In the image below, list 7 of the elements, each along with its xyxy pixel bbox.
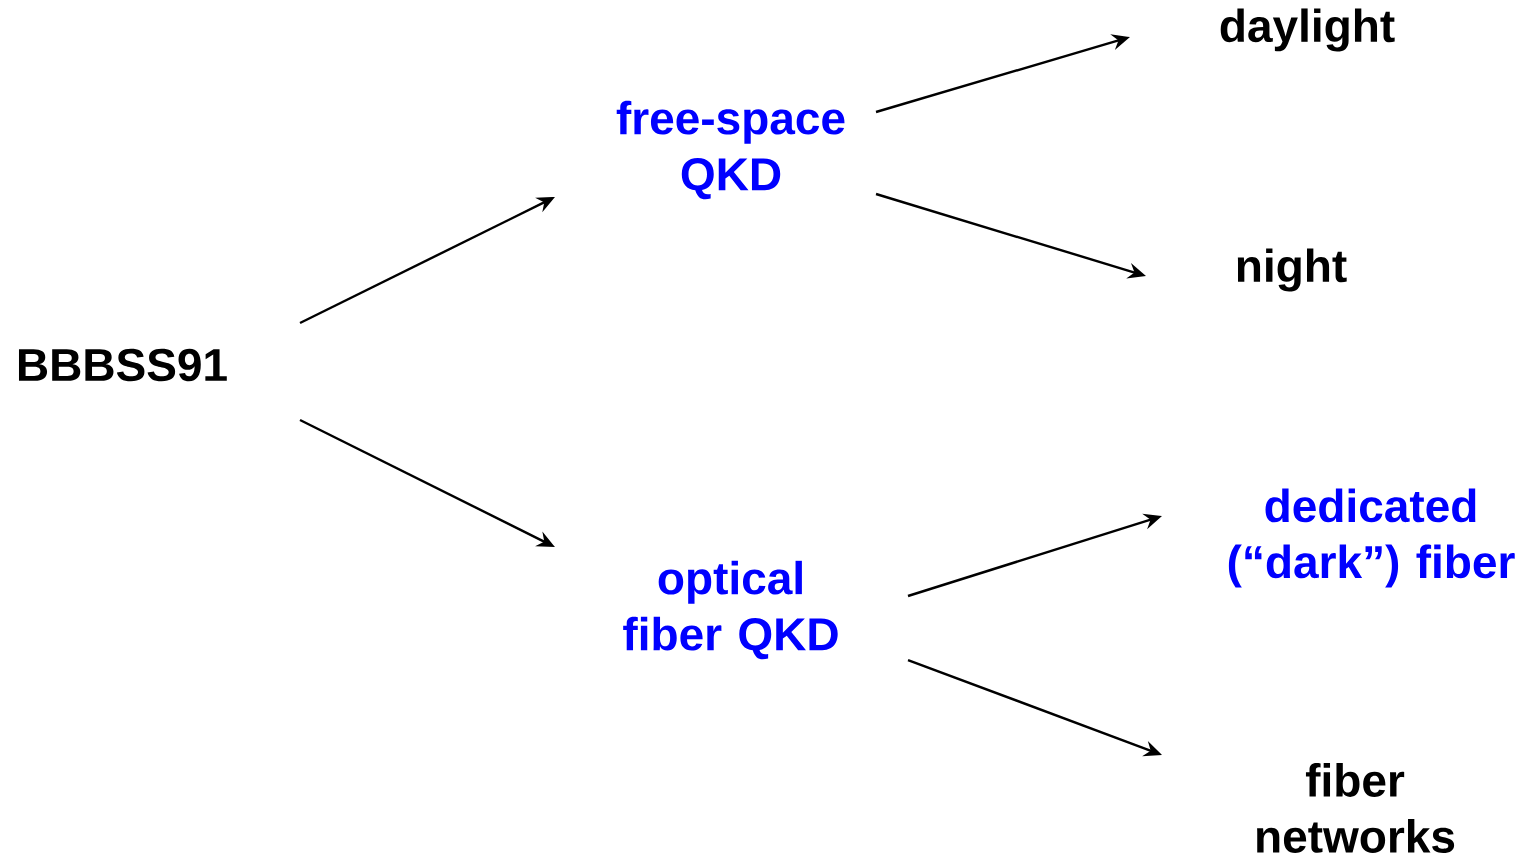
node-label: free-space QKD [616,100,845,200]
node-label: dedicated (“dark”) fiber [1228,488,1515,588]
node-label: fiber networks [1257,763,1455,853]
node-label: optical fiber QKD [623,560,838,660]
node-label: BBBSS91 [19,348,227,382]
node-label: daylight [1220,8,1395,52]
node-label: night [1237,248,1347,292]
